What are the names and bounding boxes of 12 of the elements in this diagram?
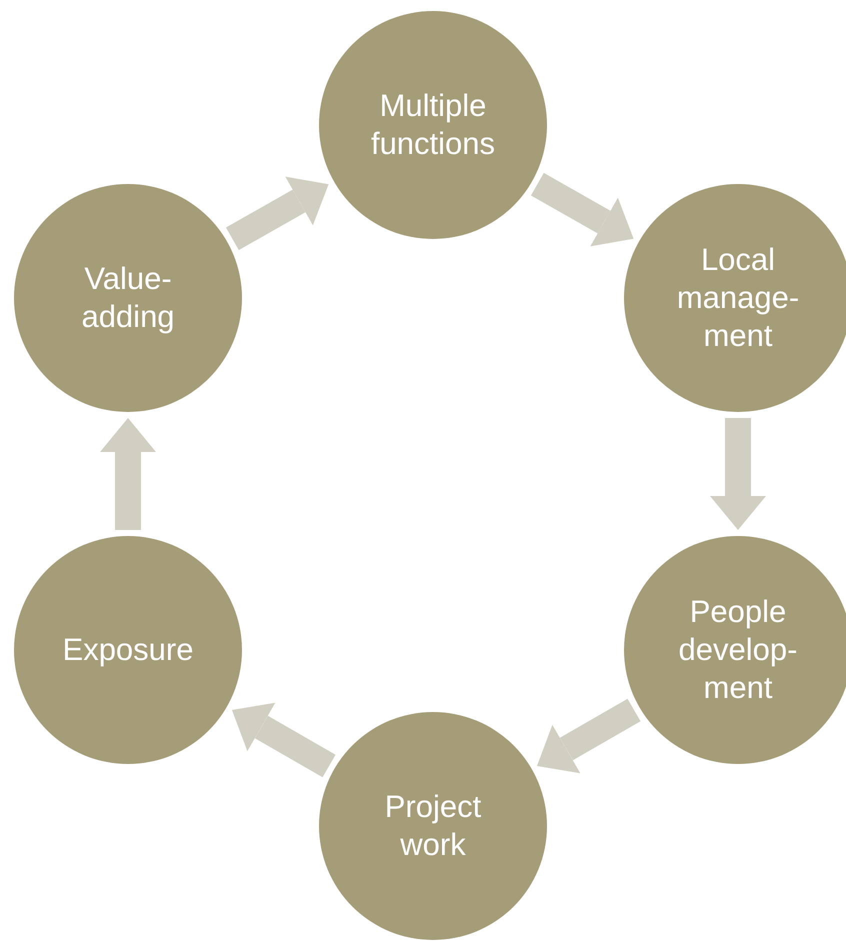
stage-label: Multiple functions: [370, 87, 496, 163]
block-arrow: [530, 172, 634, 246]
block-arrow: [536, 698, 641, 774]
block-arrow: [232, 702, 336, 778]
stage-label: Value- adding: [80, 260, 176, 336]
stage-label: People develop- ment: [678, 593, 798, 707]
block-arrow: [226, 176, 329, 250]
stage-label: Local manage- ment: [676, 241, 800, 355]
block-arrow: [710, 418, 766, 530]
stage-label: Exposure: [62, 631, 194, 669]
block-arrow: [100, 418, 156, 530]
stage-label: Project work: [384, 788, 482, 864]
